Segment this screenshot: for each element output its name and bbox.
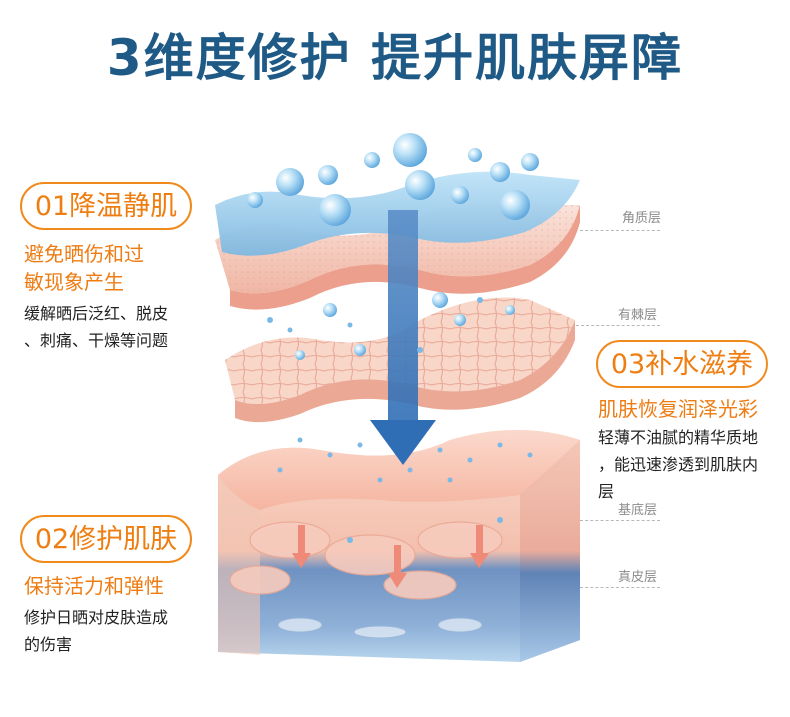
page-title: 3维度修护 提升肌肤屏障 [106, 29, 684, 87]
benefit-03-description: 轻薄不油腻的精华质地 ，能迅速渗透到肌肤内 层 [598, 428, 759, 501]
layer-label-dermis: 真皮层 [618, 570, 658, 585]
benefit-03-subtitle: 肌肤恢复润泽光彩 [598, 397, 758, 421]
layer-label-stratum-corneum: 角质层 [622, 211, 662, 226]
layer-leader-line [580, 520, 660, 521]
layer-label-basal: 基底层 [618, 503, 658, 518]
layer-leader-line [580, 230, 660, 231]
benefit-03-label: 03补水滋养 [596, 340, 768, 388]
layer-leader-line [580, 587, 660, 588]
benefit-02-label: 02修护肌肤 [20, 515, 192, 563]
benefit-02-subtitle: 保持活力和弹性 [24, 574, 164, 598]
benefit-01-subtitle: 避免晒伤和过 敏现象产生 [24, 242, 144, 294]
benefit-01-label: 01降温静肌 [20, 182, 192, 230]
benefit-01-description: 缓解晒后泛红、脱皮 、刺痛、干燥等问题 [24, 304, 169, 350]
benefit-02-description: 修护日晒对皮肤造成 的伤害 [24, 608, 169, 654]
layer-leader-line [576, 325, 660, 326]
layer-label-spinous: 有棘层 [618, 308, 658, 323]
